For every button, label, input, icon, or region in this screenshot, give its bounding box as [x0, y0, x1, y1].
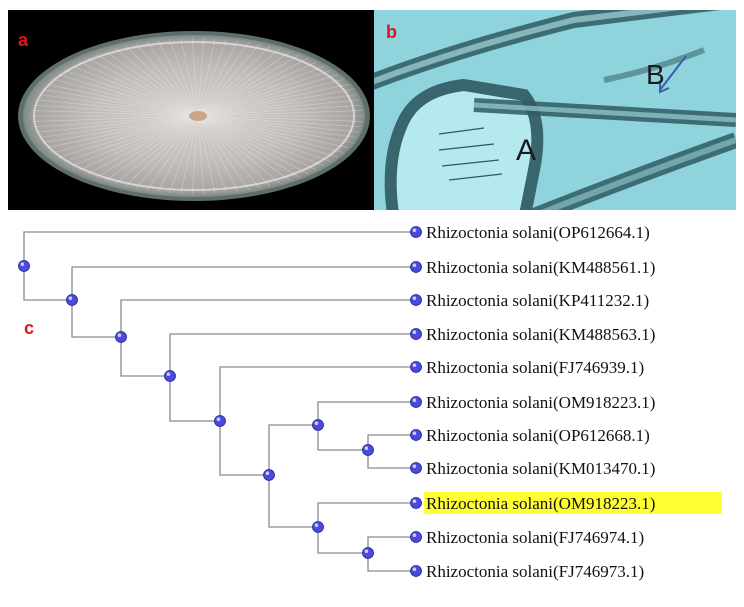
node-highlight-glint: [117, 333, 122, 338]
node-highlight-glint: [412, 263, 417, 268]
tree-branch: [169, 333, 416, 376]
tree-leaf-node: [410, 429, 422, 441]
node-highlight-glint: [412, 228, 417, 232]
tree-leaf-label: Rhizoctonia solani(OP612668.1): [426, 426, 650, 445]
panel-label-a: a: [18, 30, 29, 50]
node-highlight-glint: [216, 417, 221, 422]
tree-leaf-node: [410, 462, 422, 474]
tree-branch: [317, 502, 416, 527]
tree-branch: [367, 536, 416, 553]
tree-branch: [219, 366, 416, 421]
tree-leaf-labels: Rhizoctonia solani(OP612664.1) Rhizoctoni…: [426, 223, 655, 581]
tree-branch: [367, 434, 416, 450]
tree-leaf-node: [410, 226, 422, 238]
tree-branch: [23, 266, 72, 301]
tree-internal-node: [115, 331, 127, 343]
tree-branch: [219, 421, 269, 476]
tree-highlights: [424, 492, 722, 514]
hyphae-micrograph-image: A B: [374, 10, 736, 210]
tree-leaf-label: Rhizoctonia solani(KM013470.1): [426, 459, 655, 478]
node-highlight-glint: [412, 296, 417, 301]
tree-branch: [120, 337, 170, 377]
tree-internal-node: [362, 444, 374, 456]
tree-internal-node: [263, 469, 275, 481]
tree-leaf-label: Rhizoctonia solani(OM918223.1): [426, 393, 655, 412]
tree-branch: [71, 266, 416, 300]
node-highlight-glint: [68, 296, 73, 301]
node-highlight-glint: [412, 398, 417, 403]
node-highlight-glint: [265, 471, 270, 476]
tree-internal-node: [164, 370, 176, 382]
tree-leaf-label: Rhizoctonia solani(FJ746973.1): [426, 562, 644, 581]
panel-label-b: b: [386, 22, 397, 42]
node-highlight-glint: [314, 421, 319, 426]
tree-leaf-node: [410, 261, 422, 273]
tree-branch: [120, 299, 416, 337]
tree-internal-node: [18, 260, 30, 272]
node-highlight-glint: [412, 431, 417, 436]
tree-branch: [317, 527, 368, 554]
node-highlight-glint: [412, 499, 417, 504]
node-highlight-glint: [412, 363, 417, 368]
tree-leaf-node: [410, 497, 422, 509]
node-highlight-glint: [412, 330, 417, 335]
petri-dish-image: [18, 31, 370, 201]
tree-leaf-label: Rhizoctonia solani(FJ746939.1): [426, 358, 644, 377]
tree-branch: [367, 553, 416, 572]
node-highlight-glint: [364, 549, 369, 553]
tree-leaf-node: [410, 361, 422, 373]
tree-branch: [268, 475, 318, 528]
annotation-B: B: [646, 59, 665, 90]
tree-branch: [317, 401, 416, 425]
tree-leaf-label: Rhizoctonia solani(OP612664.1): [426, 223, 650, 242]
tree-leaf-label: Rhizoctonia solani(KM488563.1): [426, 325, 655, 344]
inoculum-plug: [189, 111, 207, 121]
tree-branch: [317, 425, 368, 451]
node-highlight-glint: [20, 262, 25, 267]
tree-internal-node: [214, 415, 226, 427]
tree-branch: [367, 450, 416, 469]
tree-branch: [268, 424, 318, 475]
tree-internal-node: [362, 547, 374, 559]
panel-label-c: c: [24, 318, 35, 338]
panel-b-hyphae-micrograph: A B b: [374, 10, 736, 210]
tree-internal-node: [312, 419, 324, 431]
tree-internal-node: [66, 294, 78, 306]
panel-a-culture-plate-photo: a: [8, 10, 374, 210]
node-highlight-glint: [412, 533, 417, 537]
tree-leaf-node: [410, 531, 422, 543]
tree-leaf-node: [410, 565, 422, 577]
node-highlight-glint: [412, 567, 417, 571]
tree-nodes: [18, 226, 422, 577]
tree-branch: [71, 300, 121, 338]
node-highlight-glint: [364, 446, 369, 451]
tree-leaf-label: Rhizoctonia solani(OM918223.1): [426, 494, 655, 513]
tree-leaf-node: [410, 396, 422, 408]
annotation-A: A: [516, 134, 536, 167]
tree-leaf-label: Rhizoctonia solani(FJ746974.1): [426, 528, 644, 547]
tree-branch: [23, 231, 416, 266]
tree-branches: [23, 231, 416, 572]
node-highlight-glint: [314, 523, 319, 527]
tree-internal-node: [312, 521, 324, 533]
tree-leaf-label: Rhizoctonia solani(KM488561.1): [426, 258, 655, 277]
node-highlight-glint: [412, 464, 417, 469]
tree-leaf-node: [410, 328, 422, 340]
highlighted-leaf-background: [424, 492, 722, 514]
tree-leaf-label: Rhizoctonia solani(KP411232.1): [426, 291, 649, 310]
tree-branch: [169, 376, 220, 422]
node-highlight-glint: [166, 372, 171, 377]
tree-leaf-node: [410, 294, 422, 306]
